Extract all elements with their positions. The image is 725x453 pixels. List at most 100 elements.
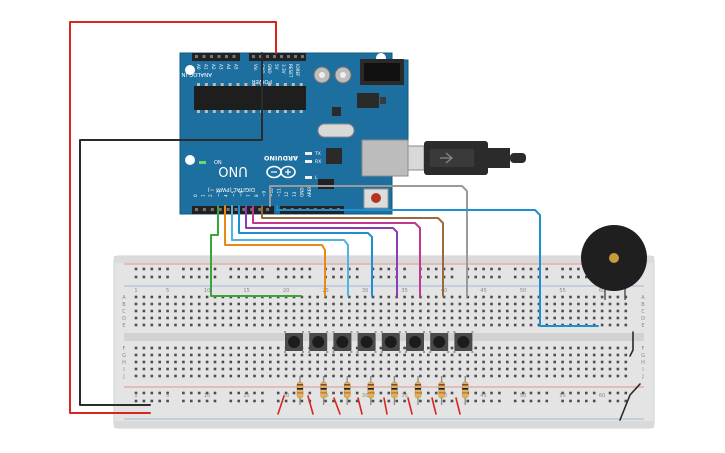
breadboard-hole[interactable] bbox=[355, 302, 359, 306]
breadboard-hole[interactable] bbox=[229, 360, 233, 364]
rail-hole[interactable] bbox=[585, 391, 588, 395]
breadboard-hole[interactable] bbox=[434, 374, 438, 378]
breadboard-hole[interactable] bbox=[585, 353, 588, 357]
breadboard-hole[interactable] bbox=[292, 309, 296, 313]
rail-hole[interactable] bbox=[569, 391, 572, 395]
breadboard-hole[interactable] bbox=[450, 295, 454, 299]
breadboard-hole[interactable] bbox=[174, 302, 177, 306]
breadboard-hole[interactable] bbox=[624, 374, 628, 378]
rail-hole[interactable] bbox=[190, 275, 193, 279]
breadboard-hole[interactable] bbox=[371, 302, 375, 306]
breadboard-hole[interactable] bbox=[355, 309, 359, 313]
breadboard-hole[interactable] bbox=[166, 323, 169, 327]
breadboard-hole[interactable] bbox=[221, 302, 225, 306]
rail-hole[interactable] bbox=[158, 267, 161, 271]
rail-hole[interactable] bbox=[403, 267, 406, 271]
breadboard-hole[interactable] bbox=[379, 302, 383, 306]
breadboard-hole[interactable] bbox=[229, 374, 233, 378]
breadboard-hole[interactable] bbox=[387, 323, 391, 327]
breadboard-hole[interactable] bbox=[316, 367, 319, 371]
breadboard-hole[interactable] bbox=[569, 374, 572, 378]
breadboard-hole[interactable] bbox=[269, 302, 272, 306]
breadboard-hole[interactable] bbox=[466, 323, 470, 327]
breadboard-hole[interactable] bbox=[158, 360, 161, 364]
rail-hole[interactable] bbox=[355, 267, 359, 271]
breadboard-hole[interactable] bbox=[608, 295, 612, 299]
rail-hole[interactable] bbox=[434, 399, 438, 403]
rail-hole[interactable] bbox=[577, 275, 580, 279]
breadboard-hole[interactable] bbox=[624, 353, 628, 357]
breadboard-hole[interactable] bbox=[166, 367, 169, 371]
breadboard-hole[interactable] bbox=[379, 323, 383, 327]
rail-hole[interactable] bbox=[624, 391, 628, 395]
rail-hole[interactable] bbox=[577, 391, 580, 395]
breadboard-hole[interactable] bbox=[253, 316, 256, 320]
push-button[interactable] bbox=[356, 331, 377, 353]
breadboard-hole[interactable] bbox=[490, 360, 493, 364]
breadboard-hole[interactable] bbox=[585, 302, 588, 306]
breadboard-hole[interactable] bbox=[553, 367, 556, 371]
breadboard-hole[interactable] bbox=[624, 309, 628, 313]
breadboard-hole[interactable] bbox=[395, 323, 398, 327]
breadboard-hole[interactable] bbox=[466, 302, 470, 306]
breadboard-hole[interactable] bbox=[182, 302, 185, 306]
push-button-cap[interactable] bbox=[409, 336, 421, 348]
rail-hole[interactable] bbox=[545, 275, 549, 279]
rail-hole[interactable] bbox=[348, 399, 351, 403]
rail-hole[interactable] bbox=[482, 267, 485, 271]
breadboard-hole[interactable] bbox=[166, 353, 169, 357]
breadboard-hole[interactable] bbox=[324, 316, 327, 320]
breadboard-hole[interactable] bbox=[474, 323, 477, 327]
breadboard-hole[interactable] bbox=[348, 353, 351, 357]
rail-hole[interactable] bbox=[197, 275, 201, 279]
breadboard-hole[interactable] bbox=[577, 346, 580, 350]
breadboard-hole[interactable] bbox=[363, 374, 367, 378]
breadboard-hole[interactable] bbox=[585, 374, 588, 378]
breadboard-hole[interactable] bbox=[213, 302, 217, 306]
breadboard-hole[interactable] bbox=[474, 360, 477, 364]
breadboard-hole[interactable] bbox=[498, 367, 501, 371]
rail-hole[interactable] bbox=[261, 275, 264, 279]
rail-hole[interactable] bbox=[490, 399, 493, 403]
breadboard-hole[interactable] bbox=[221, 316, 225, 320]
breadboard-hole[interactable] bbox=[545, 360, 549, 364]
breadboard-hole[interactable] bbox=[577, 295, 580, 299]
breadboard-hole[interactable] bbox=[363, 360, 367, 364]
rail-hole[interactable] bbox=[237, 275, 240, 279]
breadboard-hole[interactable] bbox=[213, 309, 217, 313]
rail-hole[interactable] bbox=[608, 399, 612, 403]
rail-hole[interactable] bbox=[545, 391, 549, 395]
breadboard-hole[interactable] bbox=[284, 374, 288, 378]
rail-hole[interactable] bbox=[166, 391, 169, 395]
breadboard-hole[interactable] bbox=[379, 316, 383, 320]
breadboard-hole[interactable] bbox=[521, 367, 525, 371]
breadboard-hole[interactable] bbox=[427, 346, 430, 350]
rail-hole[interactable] bbox=[466, 399, 470, 403]
breadboard-hole[interactable] bbox=[427, 353, 430, 357]
breadboard-hole[interactable] bbox=[340, 309, 343, 313]
breadboard-hole[interactable] bbox=[158, 309, 161, 313]
breadboard-hole[interactable] bbox=[561, 360, 564, 364]
breadboard-hole[interactable] bbox=[363, 295, 367, 299]
breadboard-hole[interactable] bbox=[458, 316, 462, 320]
breadboard-hole[interactable] bbox=[466, 367, 470, 371]
breadboard-hole[interactable] bbox=[245, 302, 248, 306]
breadboard-hole[interactable] bbox=[545, 302, 549, 306]
breadboard-hole[interactable] bbox=[529, 302, 533, 306]
rail-hole[interactable] bbox=[292, 391, 296, 395]
breadboard-hole[interactable] bbox=[592, 309, 596, 313]
breadboard-hole[interactable] bbox=[150, 316, 154, 320]
breadboard-hole[interactable] bbox=[174, 374, 177, 378]
rail-hole[interactable] bbox=[142, 391, 146, 395]
breadboard-hole[interactable] bbox=[300, 316, 304, 320]
breadboard-hole[interactable] bbox=[474, 374, 477, 378]
breadboard-hole[interactable] bbox=[316, 323, 319, 327]
breadboard-hole[interactable] bbox=[158, 302, 161, 306]
breadboard-hole[interactable] bbox=[300, 295, 304, 299]
breadboard-hole[interactable] bbox=[229, 367, 233, 371]
breadboard-hole[interactable] bbox=[332, 367, 335, 371]
breadboard-hole[interactable] bbox=[158, 374, 161, 378]
breadboard-hole[interactable] bbox=[276, 367, 280, 371]
rail-hole[interactable] bbox=[182, 399, 185, 403]
breadboard-hole[interactable] bbox=[442, 302, 446, 306]
